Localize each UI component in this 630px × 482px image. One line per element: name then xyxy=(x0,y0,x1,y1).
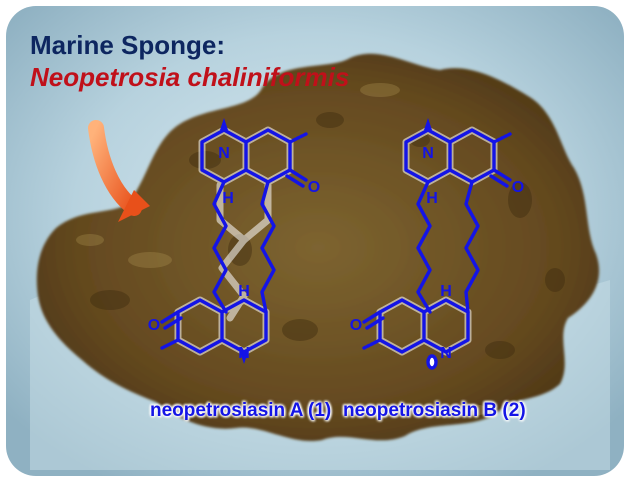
upper-right-ring xyxy=(448,128,496,184)
linker-chain-right xyxy=(260,180,276,314)
atom-h-upper-b: H xyxy=(426,190,438,207)
lower-left-ring xyxy=(176,298,224,354)
linker-chain-right xyxy=(464,180,480,314)
linker-chain-left xyxy=(212,180,228,314)
atom-o-upper-b: O xyxy=(512,179,524,196)
structure-neopetrosiasin-b xyxy=(362,118,512,370)
atom-h-lower-b: H xyxy=(440,283,452,300)
sponge-highlights xyxy=(76,83,488,416)
atom-o-lower-a: O xyxy=(148,317,160,334)
atom-labels: N O H H O N N O H H O N xyxy=(148,145,524,362)
atom-o-upper-a: O xyxy=(308,179,320,196)
atom-o-lower-b: O xyxy=(350,317,362,334)
upper-right-ring xyxy=(244,128,292,184)
lower-left-ring xyxy=(378,298,426,354)
compound-label-b: neopetrosiasin B (2) xyxy=(343,400,526,421)
figure-title: Marine Sponge: xyxy=(30,30,226,60)
atom-n-upper-b: N xyxy=(422,145,434,162)
compound-label-a: neopetrosiasin A (1) xyxy=(150,400,332,421)
atom-h-lower-a: H xyxy=(238,283,250,300)
atom-n-lower-a: N xyxy=(238,345,250,362)
atom-h-upper-a: H xyxy=(222,190,234,207)
atom-n-upper-a: N xyxy=(218,145,230,162)
atom-n-lower-b: N xyxy=(440,345,452,362)
linker-chain-left xyxy=(416,180,432,314)
species-name: Neopetrosia chaliniformis xyxy=(30,62,350,92)
structure-neopetrosiasin-a xyxy=(160,118,308,364)
arrow-icon xyxy=(88,120,150,222)
